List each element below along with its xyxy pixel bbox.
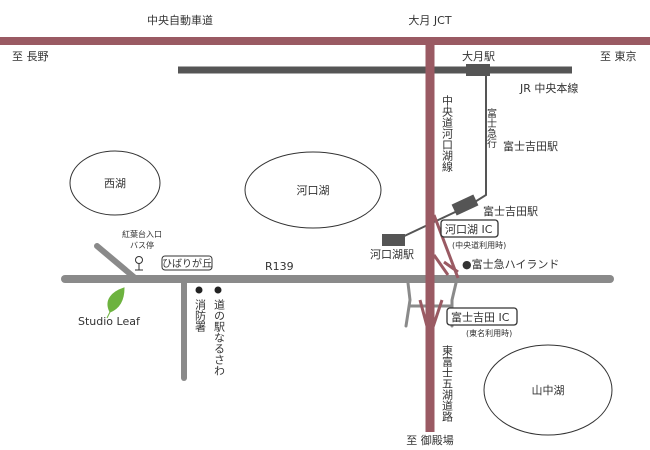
fujiyoshida-ic-box bbox=[446, 307, 518, 326]
r139-label: R139 bbox=[265, 260, 294, 273]
bus-stop-icon bbox=[135, 256, 143, 271]
chuo-kawaguchiko-line-label: 中央道河口湖線 bbox=[441, 95, 454, 172]
bus-stop-label: 紅葉台入口 bbox=[122, 229, 162, 239]
higashi-fuji-road-label: 東富士五湖道路 bbox=[441, 345, 454, 423]
hibarigaoka-label: ひばりが丘 bbox=[162, 257, 212, 270]
yamanakako-lake bbox=[483, 344, 613, 436]
michinoeki-label: 道の駅なるさわ bbox=[213, 298, 226, 376]
leaf-icon bbox=[106, 287, 125, 319]
fujiyoshida-ic-note: (東名利用時) bbox=[466, 328, 512, 338]
kawaguchiko-station-marker bbox=[382, 234, 405, 246]
hibarigaoka-box bbox=[161, 255, 213, 271]
yamanakako-label: 山中湖 bbox=[532, 384, 565, 397]
fujikyu-highland-label: ●富士急ハイランド bbox=[462, 257, 559, 271]
kawaguchiko-lake-label: 河口湖 bbox=[297, 184, 330, 197]
studio-leaf-label: Studio Leaf bbox=[78, 315, 141, 328]
kawaguchiko-station-label: 河口湖駅 bbox=[370, 248, 414, 261]
saiko-label: 西湖 bbox=[104, 177, 126, 190]
fire-station-label: 消防署 bbox=[194, 298, 207, 333]
fujikyu-line-label: 富士急行 bbox=[485, 107, 497, 149]
otsuki-station-label: 大月駅 bbox=[462, 49, 495, 63]
saiko-lake bbox=[69, 150, 161, 216]
fujisan-station-label: 富士吉田駅 bbox=[483, 204, 538, 218]
to-nagano-label: 至 長野 bbox=[12, 50, 49, 63]
otsuki-jct-label: 大月 JCT bbox=[408, 13, 451, 27]
kawaguchiko-lake bbox=[244, 151, 382, 229]
kawaguchiko-ic-note: (中央道利用時) bbox=[452, 240, 506, 250]
local-roads bbox=[61, 243, 614, 381]
jr-line-label: JR 中央本線 bbox=[519, 81, 578, 95]
expressways bbox=[0, 37, 650, 432]
otsuki-station-marker bbox=[466, 64, 490, 76]
shimoyoshida-station-label: 富士吉田駅 bbox=[503, 139, 558, 153]
to-tokyo-label: 至 東京 bbox=[600, 49, 637, 63]
kawaguchiko-ic-label: 河口湖 IC bbox=[445, 223, 493, 236]
michinoeki-marker bbox=[214, 286, 222, 294]
bus-stop-label-2: バス停 bbox=[130, 240, 154, 250]
fire-station-marker bbox=[195, 286, 203, 294]
kawaguchiko-ic-box bbox=[440, 219, 499, 238]
fujisan-station-marker bbox=[451, 194, 479, 216]
to-gotemba-label: 至 御殿場 bbox=[406, 433, 454, 447]
chuo-expressway-label: 中央自動車道 bbox=[147, 13, 213, 27]
fujiyoshida-ic-label: 富士吉田 IC bbox=[451, 310, 510, 324]
